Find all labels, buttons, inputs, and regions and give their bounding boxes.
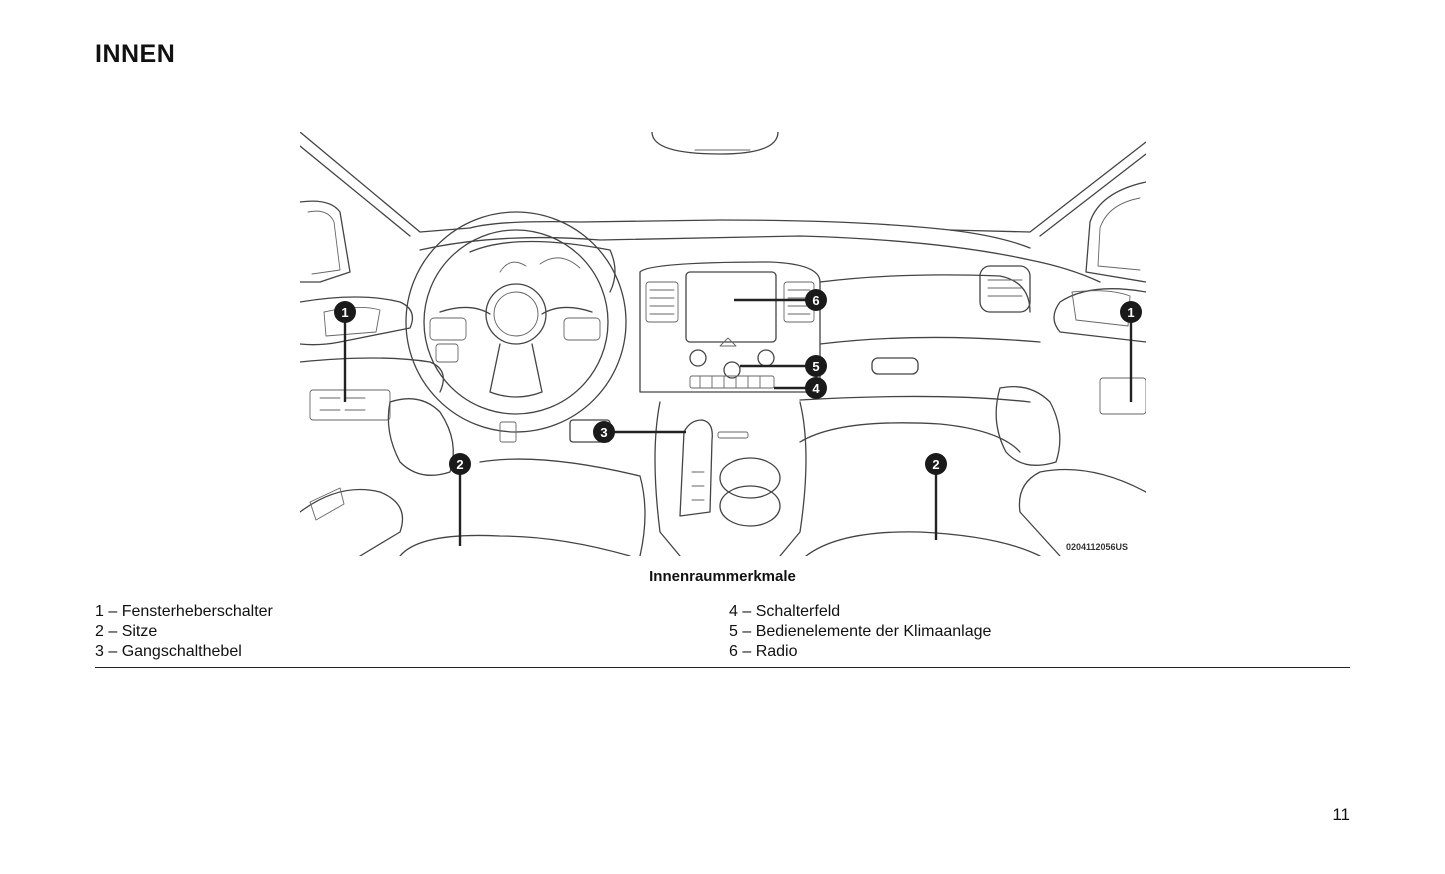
hazard-button — [719, 337, 737, 347]
callout-5: 5 — [740, 355, 827, 377]
passenger-seat — [805, 531, 1041, 556]
left-center-vent — [645, 281, 679, 323]
svg-text:6: 6 — [812, 293, 819, 308]
left-mirror-inner — [307, 210, 341, 275]
steering-wheel-hub — [485, 283, 547, 345]
steering-wheel-rim — [405, 211, 627, 433]
callout-2-right: 2 — [925, 453, 947, 540]
passenger-footwell — [799, 422, 1021, 453]
legend-left-column: 1 – Fensterheberschalter 2 – Sitze 3 – G… — [95, 602, 273, 662]
svg-text:4: 4 — [812, 381, 820, 396]
right-a-pillar — [949, 141, 1146, 233]
passenger-vent-slats — [987, 279, 1023, 297]
driver-seat-side — [479, 458, 646, 556]
right-mirror — [1085, 181, 1146, 283]
figure-caption: Innenraummerkmale — [649, 568, 796, 585]
left-door-lever — [309, 487, 345, 521]
left-speaker — [387, 398, 454, 476]
svg-text:2: 2 — [456, 457, 463, 472]
interior-line-drawing: 1 1 2 2 3 4 5 — [300, 132, 1146, 556]
callout-4: 4 — [774, 377, 827, 399]
callout-1-left: 1 — [334, 301, 356, 402]
dashboard-top — [469, 219, 1031, 249]
left-mirror — [300, 200, 351, 283]
steering-spokes — [439, 306, 593, 315]
driver-seat — [399, 534, 631, 556]
legend-item: 1 – Fensterheberschalter — [95, 603, 273, 620]
gear-shift-lever — [679, 419, 713, 517]
left-door-handle — [323, 307, 381, 337]
right-speaker — [995, 385, 1061, 466]
switch-bank-dividers — [699, 375, 761, 389]
brake-pedal — [499, 421, 517, 443]
passenger-vent — [979, 265, 1031, 313]
dash-trim — [819, 336, 1041, 345]
svg-text:1: 1 — [341, 305, 348, 320]
center-stack — [639, 261, 821, 393]
callout-3: 3 — [593, 421, 686, 443]
steering-right-controls — [563, 317, 601, 341]
legend-item: 2 – Sitze — [95, 623, 158, 640]
legend-item: 5 – Bedienelemente der Klimaanlage — [729, 623, 992, 640]
console-vent — [717, 431, 749, 439]
left-door-armrest — [300, 357, 444, 393]
svg-text:1: 1 — [1127, 305, 1134, 320]
svg-text:3: 3 — [600, 425, 607, 440]
legend-item: 3 – Gangschalthebel — [95, 643, 242, 660]
right-a-pillar-inner — [1039, 153, 1146, 237]
left-switch-buttons — [319, 397, 366, 411]
page-number: 11 — [1332, 805, 1350, 824]
gear-shift-gate — [691, 471, 705, 501]
image-code: 0204112056US — [1066, 542, 1128, 552]
left-center-vent-slats — [649, 289, 675, 315]
dash-lower-edge — [799, 395, 1031, 403]
steering-lower-button — [435, 343, 459, 363]
right-mirror-inner — [1097, 197, 1141, 271]
right-window-switches — [1099, 377, 1146, 415]
steering-lower-spoke — [489, 343, 543, 398]
glovebox-handle — [871, 357, 919, 375]
callout-2-left: 2 — [449, 453, 471, 546]
dashboard-line — [419, 235, 1101, 283]
left-door-pocket — [300, 488, 404, 556]
svg-text:5: 5 — [812, 359, 819, 374]
left-a-pillar-inner — [300, 145, 411, 237]
left-window-switches — [309, 389, 391, 421]
interior-illustration: 1 1 2 2 3 4 5 — [300, 132, 1146, 556]
legend-right-column: 4 – Schalterfeld 5 – Bedienelemente der … — [729, 602, 991, 662]
callout-6: 6 — [734, 289, 827, 311]
legend-divider — [95, 667, 1350, 668]
left-door-handle-area — [300, 296, 414, 346]
climate-knob-right — [757, 349, 775, 367]
steering-wheel-rim-inner — [423, 229, 609, 415]
svg-text:2: 2 — [932, 457, 939, 472]
console-left — [654, 401, 681, 556]
instrument-cluster — [469, 240, 616, 293]
climate-knob-left — [689, 349, 707, 367]
right-center-vent-slats — [787, 289, 811, 315]
legend-item: 4 – Schalterfeld — [729, 603, 841, 620]
console-right — [779, 401, 807, 556]
touchscreen-radio — [685, 271, 777, 343]
steering-wheel-logo — [493, 291, 539, 337]
cup-holder-front — [719, 457, 781, 499]
left-a-pillar — [300, 132, 471, 233]
right-door-pocket — [1018, 468, 1146, 556]
page-title: INNEN — [95, 40, 176, 68]
switch-bank — [689, 375, 775, 389]
legend-item: 6 – Radio — [729, 643, 798, 660]
rearview-mirror — [651, 132, 779, 155]
passenger-dash — [819, 274, 1031, 313]
climate-knob-center — [723, 361, 741, 379]
right-door-handle-area — [1053, 288, 1146, 343]
cup-holder-rear — [719, 485, 781, 527]
steering-left-controls — [429, 317, 467, 341]
gauges — [499, 257, 581, 273]
callout-1-right: 1 — [1120, 301, 1142, 402]
